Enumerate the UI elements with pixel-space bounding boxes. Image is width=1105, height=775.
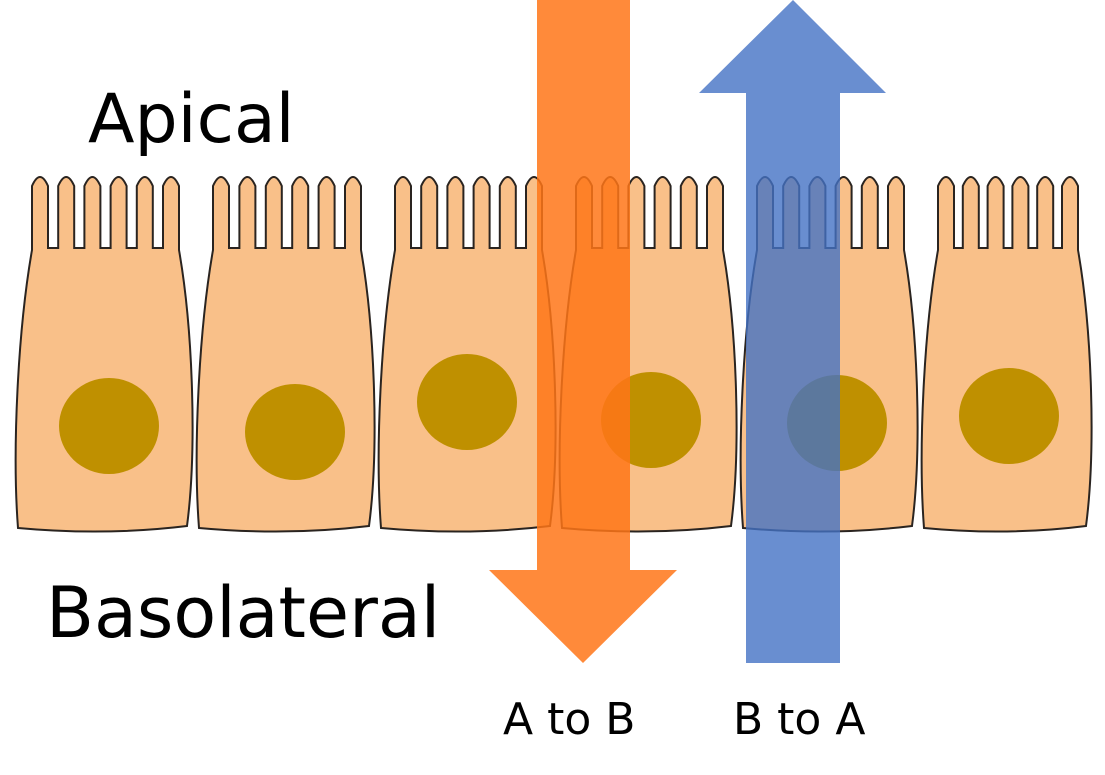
cell-nucleus xyxy=(59,378,159,474)
b-to-a-label: B to A xyxy=(733,694,865,745)
arrow-b-to-a xyxy=(699,0,886,663)
cell-nucleus xyxy=(245,384,345,480)
apical-label: Apical xyxy=(88,80,295,159)
cell-nucleus xyxy=(417,354,517,450)
basolateral-label: Basolateral xyxy=(46,572,440,654)
arrow-a-to-b xyxy=(489,0,677,663)
epithelial-cell xyxy=(920,176,1093,533)
epithelial-cell xyxy=(14,176,194,533)
cell-nucleus xyxy=(959,368,1059,464)
a-to-b-label: A to B xyxy=(503,694,635,745)
